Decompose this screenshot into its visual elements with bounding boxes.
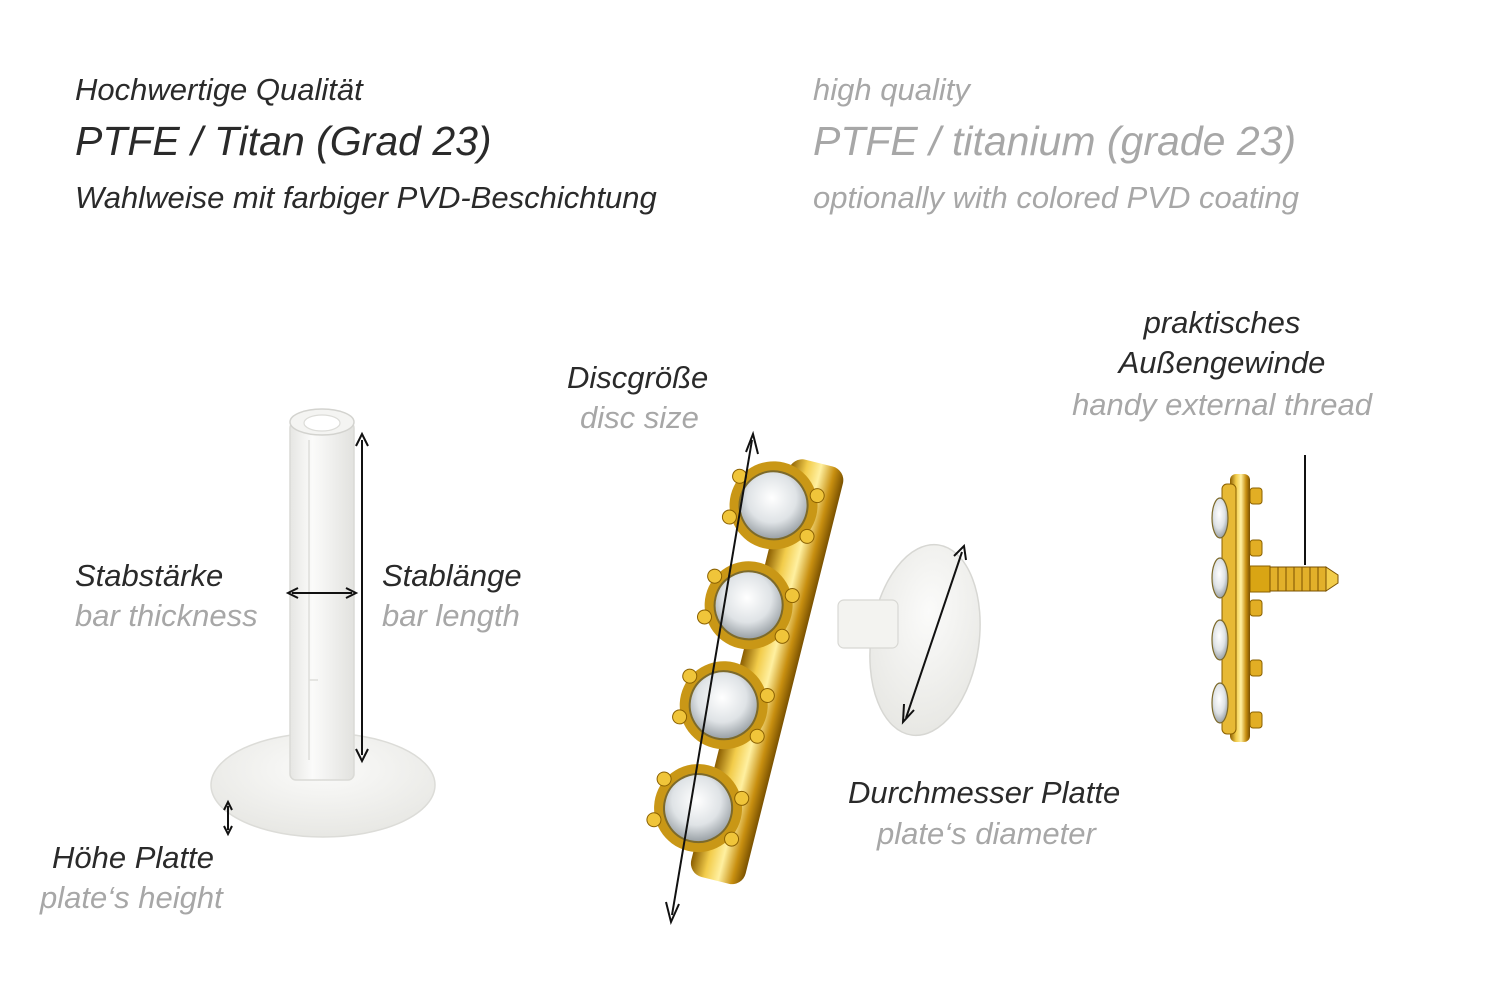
plate-diameter-label-de: Durchmesser Platte xyxy=(848,775,1121,810)
bar-thickness-label-de: Stabstärke xyxy=(75,558,224,593)
plate-diameter-arrow xyxy=(901,543,967,725)
disc-size-label-de: Discgröße xyxy=(567,360,709,395)
ptfe-labret xyxy=(210,408,436,838)
thread-label-de-line1: praktisches xyxy=(1143,305,1301,340)
bar-length-label-en: bar length xyxy=(382,598,520,633)
disc-size-arrow xyxy=(665,430,759,926)
thread-label-de-line2: Außengewinde xyxy=(1118,345,1326,380)
header-coating-en: optionally with colored PVD coating xyxy=(813,180,1299,215)
header-quality-en: high quality xyxy=(813,72,970,107)
ptfe-disc xyxy=(837,543,981,737)
plate-height-label-de: Höhe Platte xyxy=(52,840,214,875)
disc-size-label-en: disc size xyxy=(580,400,699,435)
header-material-de: PTFE / Titan (Grad 23) xyxy=(75,118,492,164)
plate-diameter-label-en: plate‘s diameter xyxy=(877,816,1096,851)
bar-length-arrow xyxy=(355,431,369,764)
header-coating-de: Wahlweise mit farbiger PVD-Beschichtung xyxy=(75,180,657,215)
plate-height-label-en: plate‘s height xyxy=(40,880,223,915)
header-material-en: PTFE / titanium (grade 23) xyxy=(813,118,1297,164)
plate-height-arrow xyxy=(223,799,233,837)
bar-thickness-arrow xyxy=(285,587,359,599)
bar-length-label-de: Stablänge xyxy=(382,558,522,593)
gold-top-side-view xyxy=(1211,474,1339,742)
header-quality-de: Hochwertige Qualität xyxy=(75,72,363,107)
thread-label-en: handy external thread xyxy=(1072,387,1372,422)
gold-jewel-top xyxy=(646,459,844,885)
bar-thickness-label-en: bar thickness xyxy=(75,598,258,633)
